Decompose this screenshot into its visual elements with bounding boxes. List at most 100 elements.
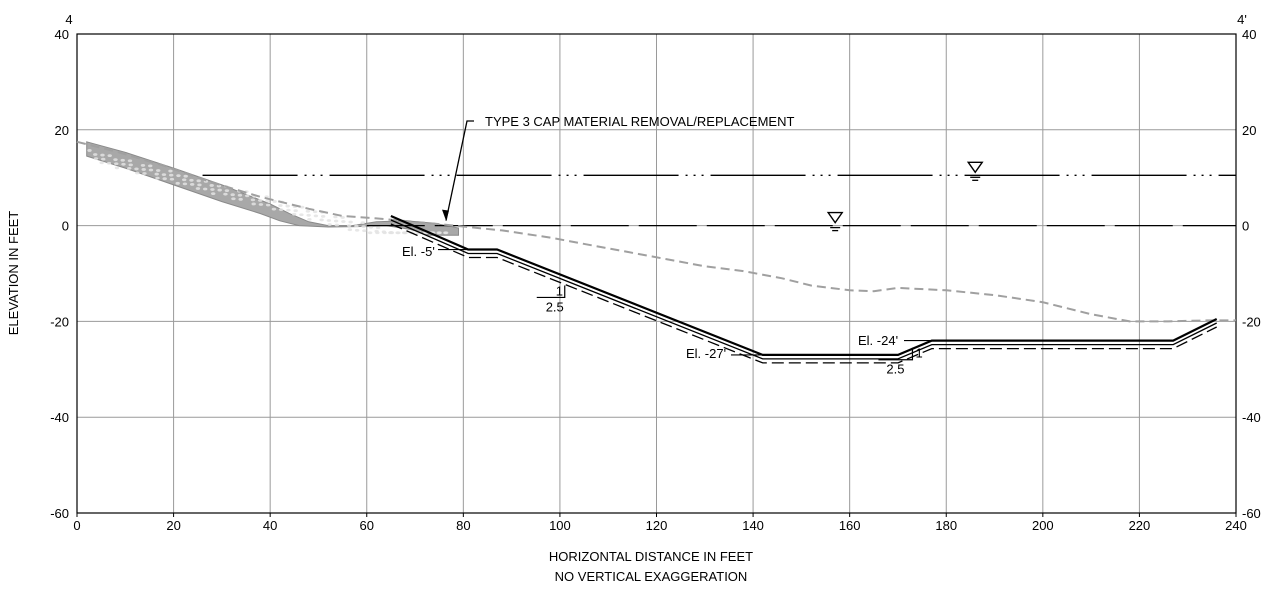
cap-material-speckle <box>135 171 140 175</box>
x-tick-label: 200 <box>1032 518 1054 533</box>
cap-material-speckle <box>257 198 263 202</box>
y-tick-label-right: -60 <box>1242 506 1261 521</box>
x-tick-label: 0 <box>73 518 80 533</box>
cap-material-speckle <box>333 215 338 219</box>
y-tick-label-left: -40 <box>50 410 69 425</box>
cap-material-speckle <box>278 208 284 212</box>
x-tick-label: 80 <box>456 518 470 533</box>
section-label-right: 4' <box>1237 12 1247 27</box>
y-tick-label-right: 20 <box>1242 123 1256 138</box>
annotation-elevation: El. -5' <box>402 244 435 259</box>
cap-material-speckle <box>251 202 256 206</box>
water-level-symbol <box>826 211 844 224</box>
cap-material-speckle <box>238 197 243 201</box>
slope-triangle <box>536 285 566 299</box>
annotation-cap-removal: TYPE 3 CAP MATERIAL REMOVAL/REPLACEMENT <box>485 114 794 129</box>
cap-material-speckle <box>313 214 319 218</box>
cap-material-speckle <box>189 182 195 186</box>
cap-material-speckle <box>182 178 187 182</box>
cap-material-speckle <box>162 177 167 181</box>
cap-material-speckle <box>141 168 146 171</box>
cap-material-speckle <box>285 204 290 208</box>
cap-material-speckle <box>368 225 374 229</box>
cap-material-speckle <box>230 193 235 197</box>
cap-material-speckle <box>306 213 311 217</box>
cap-material-speckle <box>210 192 216 196</box>
y-tick-label-right: 0 <box>1242 219 1249 234</box>
y-tick-label-right: 40 <box>1242 27 1256 42</box>
slope-rise-label: 1 <box>556 283 563 298</box>
cap-material-speckle <box>189 178 194 182</box>
x-tick-label: 40 <box>263 518 277 533</box>
design-template-line <box>390 214 1218 356</box>
cap-material-speckle <box>161 173 167 177</box>
cap-material-speckle <box>183 174 188 178</box>
cap-material-speckle <box>396 231 401 235</box>
cap-material-speckle <box>106 161 112 165</box>
cap-material-speckle <box>278 204 283 207</box>
x-tick-label: 100 <box>549 518 571 533</box>
y-tick-label-left: 0 <box>62 219 69 234</box>
annotation-elevation: El. -27' <box>686 346 726 361</box>
cap-material-speckle <box>382 231 387 235</box>
cap-material-speckle <box>361 225 366 229</box>
cap-material-speckle <box>258 203 264 206</box>
y-tick-label-left: 40 <box>55 27 69 42</box>
x-tick-label: 240 <box>1225 518 1247 533</box>
cap-material-speckle <box>354 224 359 228</box>
cap-material-speckle <box>93 153 98 156</box>
cap-material-speckle <box>271 207 277 211</box>
cap-material-speckle <box>169 177 175 181</box>
cap-material-speckle <box>333 219 339 223</box>
x-axis-title: HORIZONTAL DISTANCE IN FEET <box>549 549 753 564</box>
cap-material-speckle <box>195 187 201 190</box>
cap-material-speckle <box>113 158 118 162</box>
x-tick-label: 140 <box>742 518 764 533</box>
cap-material-speckle <box>154 172 159 176</box>
cap-material-speckle <box>155 176 160 180</box>
cap-material-speckle <box>354 228 360 232</box>
cap-material-speckle <box>250 198 256 202</box>
cap-material-speckle <box>320 214 326 218</box>
cap-material-speckle <box>148 168 154 172</box>
cap-leader-arrow <box>442 209 450 221</box>
cap-material-speckle <box>99 161 104 165</box>
x-tick-label: 160 <box>839 518 861 533</box>
slope-run-label: 2.5 <box>546 299 564 314</box>
cap-material-speckle <box>100 153 105 157</box>
cap-material-speckle <box>346 224 352 228</box>
y-tick-label-left: 20 <box>55 123 69 138</box>
cap-material-speckle <box>305 209 311 213</box>
design-overdredge-line <box>390 219 1217 360</box>
cap-material-speckle <box>114 162 119 166</box>
cap-material-speckle <box>209 184 214 187</box>
cap-material-speckle <box>182 182 188 186</box>
cap-material-speckle <box>367 231 373 235</box>
cap-material-speckle <box>127 159 133 163</box>
cap-material-speckle <box>360 221 366 224</box>
y-tick-label-left: -60 <box>50 506 69 521</box>
slope-triangle <box>878 347 914 361</box>
cap-material-speckle <box>175 181 180 185</box>
cap-material-speckle <box>299 213 304 217</box>
cap-material-speckle <box>341 220 346 223</box>
cap-material-speckle <box>176 174 181 178</box>
cap-leader-line <box>445 120 474 221</box>
cap-material-speckle <box>210 188 215 191</box>
cap-material-speckle <box>272 200 277 203</box>
x-tick-label: 60 <box>360 518 374 533</box>
water-level-symbol <box>966 161 984 174</box>
cap-material-speckle <box>142 172 147 175</box>
cap-material-speckle <box>389 231 395 235</box>
x-tick-label: 20 <box>166 518 180 533</box>
cap-material-speckle <box>334 223 340 227</box>
cap-material-speckle <box>128 163 133 167</box>
cap-material-speckle <box>223 192 228 196</box>
cap-material-speckle <box>101 157 106 161</box>
cap-material-speckle <box>307 217 312 221</box>
cap-material-speckle <box>93 157 99 161</box>
x-tick-label: 220 <box>1129 518 1151 533</box>
cap-material-speckle <box>87 149 92 152</box>
